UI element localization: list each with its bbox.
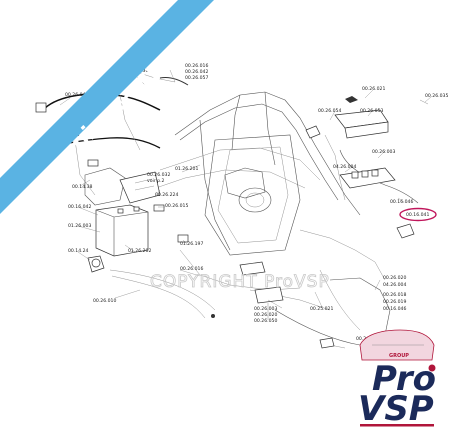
logo-tagline: GROUP (389, 353, 409, 359)
banner-text: pro-piece-vsp.com (31, 13, 210, 192)
left-wiring-group (35, 69, 189, 206)
label: 00.26.054 (318, 108, 341, 114)
label: 00.26.003 (372, 149, 395, 155)
label: 04.26.004 (383, 282, 406, 288)
logo-line2: VSP (358, 389, 434, 429)
label: 00.26.041 (65, 92, 88, 98)
label: 00.26.016 (180, 266, 203, 272)
label: 04.26.004 (333, 164, 356, 170)
lower-left-parts (87, 204, 284, 320)
label: 00.16.046 (390, 199, 413, 205)
right-wiring-group (274, 96, 429, 349)
label: 00.26.224 (155, 192, 178, 198)
label: 00.26.020 (383, 275, 406, 281)
label: 00.14.38 (72, 184, 93, 190)
label: 01.26.202 (128, 248, 151, 254)
label: 00.26.057 (185, 75, 208, 81)
car-body-outline (149, 91, 391, 336)
highlighted-label: 00.16.041 (406, 212, 429, 218)
label: 01.26.197 (180, 241, 203, 247)
label: 00.26.042 (185, 69, 208, 75)
logo-dot-icon (428, 364, 436, 372)
label: 00.26.018 (383, 292, 406, 298)
label: 00.26.010 (93, 298, 116, 304)
label: 01.26.003 (68, 223, 91, 229)
label: 00.26.003 (254, 306, 277, 312)
label: 00.26.053 (360, 108, 383, 114)
label: 00.16.042 (68, 204, 91, 210)
label: 00.14.24 (68, 248, 89, 254)
label: 00.26.020 (254, 312, 277, 318)
logo-line1: Pro (372, 359, 436, 399)
label: 00.25.021 (310, 306, 333, 312)
battery (95, 204, 149, 257)
copyright-watermark: COPYRIGHT ProVSP (150, 272, 330, 292)
label: 00.26.015 (165, 203, 188, 209)
provsp-logo: GROUP Pro VSP (358, 329, 436, 429)
label: 00.26.016 (185, 63, 208, 69)
website-banner: pro-piece-vsp.com (0, 0, 214, 214)
label: 01.26.201 (175, 166, 198, 172)
label: 00.26.021 (362, 86, 385, 92)
label: 00.26.035 (425, 93, 448, 99)
label: voir p.2 (147, 178, 165, 184)
highlight-oval (399, 207, 437, 222)
logo-underline (360, 424, 434, 427)
label: 00.26.032 (147, 172, 170, 178)
label: 00.26.019 (383, 299, 406, 305)
label: 00.16.046 (383, 306, 406, 312)
label: 00.26.050 (254, 318, 277, 324)
